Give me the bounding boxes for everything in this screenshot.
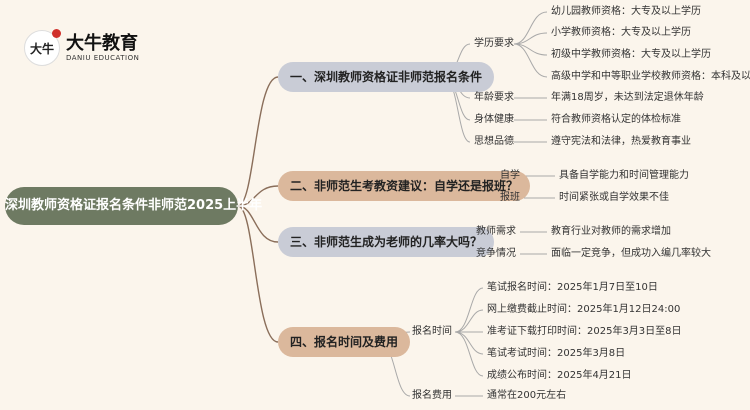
link-sec3-leaves — [520, 231, 547, 255]
section-3-node[interactable]: 三、非师范生成为老师的几率大吗？ — [278, 227, 495, 257]
section-1-node[interactable]: 一、深圳教师资格证非师范报名条件 — [278, 62, 495, 92]
logo-red-dot — [52, 29, 61, 38]
link-sec1-items — [443, 43, 471, 143]
brand-logo: 大牛 大牛教育 DANIU EDUCATION — [24, 29, 140, 66]
sec1-leaf-morality: 遵守宪法和法律，热爱教育事业 — [551, 136, 691, 147]
sec1-item-age[interactable]: 年龄要求 — [474, 92, 514, 103]
link-sec4-time-leaves — [454, 287, 484, 377]
sec4-leaf-exam-date: 笔试考试时间：2025年3月8日 — [487, 348, 626, 359]
section-2-node[interactable]: 二、非师范生考教资建议：自学还是报班？ — [278, 171, 531, 201]
sec4-item-time[interactable]: 报名时间 — [412, 326, 452, 337]
logo-text: 大牛教育 DANIU EDUCATION — [66, 32, 140, 63]
sec1-leaf-senior: 高级中学和中等职业学校教师资格：本科及以上学历 — [551, 71, 750, 82]
sec3-leaf-competition: 面临一定竞争，但成功入编几率较大 — [551, 248, 711, 259]
link-root-sec2 — [237, 185, 279, 207]
sec2-leaf-class: 时间紧张或自学效果不佳 — [559, 192, 669, 203]
link-root-sec3 — [237, 205, 279, 243]
sec4-leaf-payment-deadline: 网上缴费截止时间：2025年1月12日24:00 — [487, 304, 681, 315]
sec1-item-education[interactable]: 学历要求 — [474, 38, 514, 49]
sec4-leaf-registration: 笔试报名时间：2025年1月7日至10日 — [487, 282, 658, 293]
sec1-leaf-junior: 初级中学教师资格：大专及以上学历 — [551, 49, 711, 60]
logo-english-name: DANIU EDUCATION — [66, 53, 140, 62]
sec2-item-self-study[interactable]: 自学 — [500, 170, 520, 181]
sec1-leaf-age: 年满18周岁，未达到法定退休年龄 — [551, 92, 704, 103]
sec2-item-class[interactable]: 报班 — [500, 192, 520, 203]
link-root-sec4 — [237, 205, 279, 343]
logo-mark-text: 大牛 — [29, 41, 54, 56]
sec3-item-competition[interactable]: 竞争情况 — [476, 248, 516, 259]
sec1-item-morality[interactable]: 思想品德 — [474, 136, 514, 147]
sec4-item-fee[interactable]: 报名费用 — [412, 390, 452, 401]
link-root-sec1 — [237, 76, 279, 207]
sec4-leaf-results-date: 成绩公布时间：2025年4月21日 — [487, 370, 632, 381]
logo-mark: 大牛 — [24, 29, 61, 66]
sec3-item-demand[interactable]: 教师需求 — [476, 226, 516, 237]
logo-chinese-name: 大牛教育 — [66, 32, 138, 54]
link-sec2-leaves — [524, 175, 555, 199]
section-4-node[interactable]: 四、报名时间及费用 — [278, 327, 411, 357]
root-node[interactable]: 深圳教师资格证报名条件非师范2025上半年 — [5, 187, 262, 225]
sec1-item-health[interactable]: 身体健康 — [474, 114, 514, 125]
sec1-leaf-kindergarten: 幼儿园教师资格：大专及以上学历 — [551, 6, 701, 17]
sec1-leaf-health: 符合教师资格认定的体检标准 — [551, 114, 681, 125]
sec4-leaf-fee: 通常在200元左右 — [487, 390, 567, 401]
link-sec1-single-leaves — [514, 97, 547, 143]
sec2-leaf-self-study: 具备自学能力和时间管理能力 — [559, 170, 689, 181]
link-sec1-edu-leaves — [513, 11, 548, 78]
sec1-leaf-primary: 小学教师资格：大专及以上学历 — [551, 27, 691, 38]
sec3-leaf-demand: 教育行业对教师的需求增加 — [551, 226, 671, 237]
sec4-leaf-admission-ticket: 准考证下载打印时间：2025年3月3日至8日 — [487, 326, 682, 337]
